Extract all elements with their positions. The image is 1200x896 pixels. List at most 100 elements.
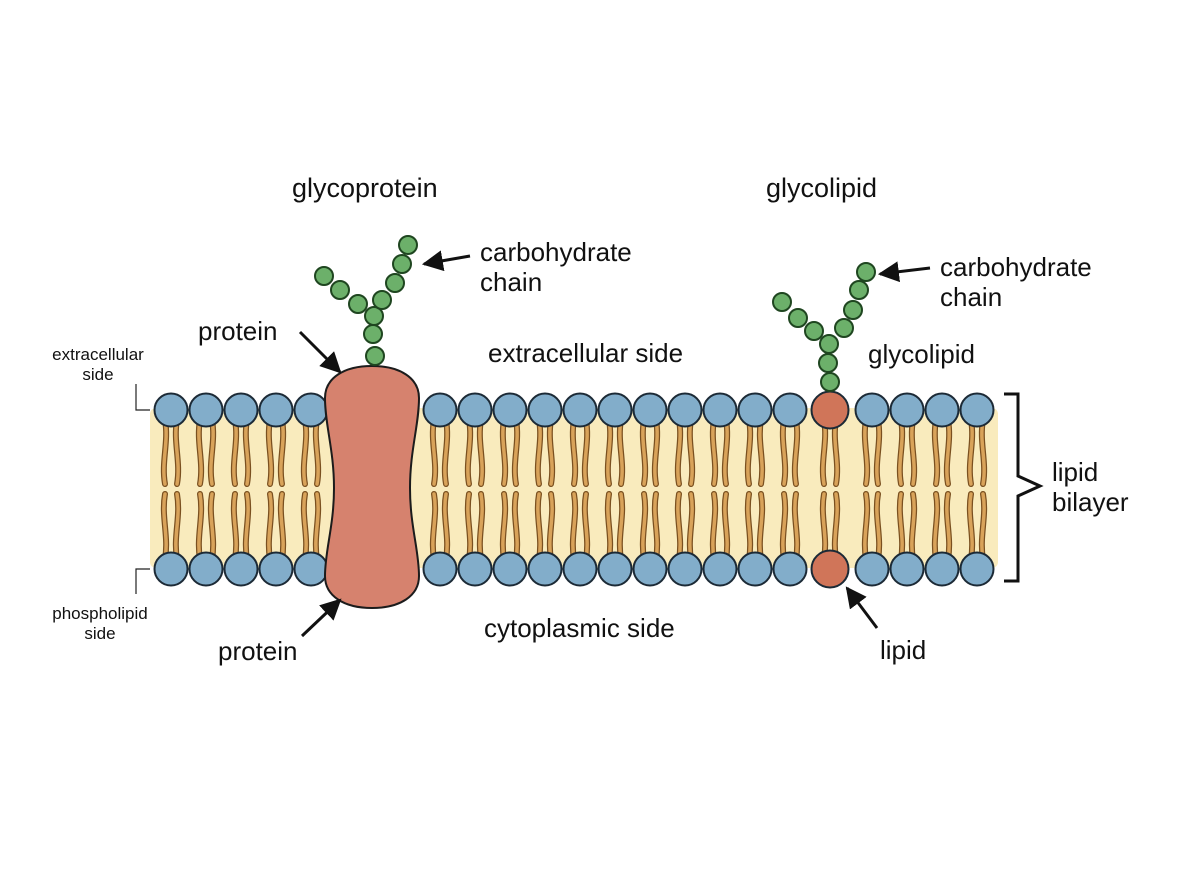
phospholipid-head-icon <box>223 551 259 587</box>
lipid-tail-fill <box>174 492 180 561</box>
sugar-bead-icon <box>398 235 418 255</box>
phospholipid-side-small-label: phospholipid side <box>52 604 148 643</box>
phospholipid-head-icon <box>854 392 890 428</box>
lipid-tail-fill <box>244 418 250 486</box>
phospholipid-head-icon <box>492 392 528 428</box>
lipid-tail-fill <box>653 492 659 561</box>
carbohydrate-chain-label-left: carbohydrate chain <box>480 237 632 297</box>
phospholipid-head-icon <box>562 392 598 428</box>
phospholipid-head-icon <box>223 392 259 428</box>
lipid-tail-fill <box>548 418 554 486</box>
lipid-tail-fill <box>174 418 180 486</box>
lipid-arrow <box>845 586 879 629</box>
lipid-tail-fill <box>711 418 717 486</box>
lipid-tail-fill <box>618 418 624 486</box>
phospholipid-head-icon <box>258 392 294 428</box>
phospholipid-head-icon <box>772 392 808 428</box>
lipid-tail-fill <box>513 418 519 486</box>
phospholipid-head-icon <box>293 392 329 428</box>
protein-bottom-label: protein <box>218 636 298 666</box>
special-lipid-head-icon <box>810 549 850 589</box>
lipid-tail-fill <box>209 418 215 486</box>
carbohydrate-arrow-right <box>877 261 931 283</box>
lipid-tail-fill <box>821 418 827 486</box>
lipid-tail-fill <box>746 492 752 561</box>
protein-top-label: protein <box>198 316 278 346</box>
lipid-tail-fill <box>898 492 904 561</box>
lipid-tail-fill <box>314 418 320 486</box>
extracellular-side-small-label: extracellular side <box>52 345 144 384</box>
special-lipid-head-icon <box>810 390 850 430</box>
sugar-bead-icon <box>348 294 368 314</box>
lipid-tail-fill <box>980 418 986 486</box>
sugar-bead-icon <box>363 324 383 344</box>
phospholipid-head-icon <box>597 551 633 587</box>
lipid-tail-fill <box>711 492 717 561</box>
lipid-tail-fill <box>267 418 273 486</box>
lipid-tail-fill <box>443 492 449 561</box>
lipid-tail-fill <box>431 418 437 486</box>
lipid-tail-fill <box>232 492 238 561</box>
sugar-bead-icon <box>372 290 392 310</box>
lipid-tail-fill <box>676 418 682 486</box>
lipid-tail-fill <box>758 418 764 486</box>
phospholipid-head-icon <box>597 392 633 428</box>
lipid-tail-fill <box>478 492 484 561</box>
lipid-tail-fill <box>466 418 472 486</box>
lipid-tail-fill <box>641 418 647 486</box>
lipid-tail-fill <box>443 418 449 486</box>
phospholipid-head-icon <box>293 551 329 587</box>
lipid-tail-fill <box>898 418 904 486</box>
lipid-bilayer-label: lipid bilayer <box>1052 457 1129 517</box>
phospholipid-head-icon <box>457 392 493 428</box>
phospholipid-head-icon <box>959 392 995 428</box>
lipid-tail-fill <box>933 418 939 486</box>
sugar-bead-icon <box>314 266 334 286</box>
sugar-bead-icon <box>820 372 840 392</box>
sugar-bead-icon <box>843 300 863 320</box>
phospholipid-head-icon <box>153 392 189 428</box>
lipid-tail-fill <box>781 418 787 486</box>
phospholipid-heads <box>153 390 995 589</box>
lipid-tail-fill <box>781 492 787 561</box>
phospholipid-head-icon <box>492 551 528 587</box>
lipid-tail-fill <box>653 418 659 486</box>
lipid-tail-fill <box>793 418 799 486</box>
phospholipid-head-icon <box>772 551 808 587</box>
lipid-tail-fill <box>162 418 168 486</box>
lipid-tail-fill <box>571 418 577 486</box>
lipid-tail-fill <box>244 492 250 561</box>
lipid-tail-fill <box>821 492 827 561</box>
protein-bottom-arrow <box>300 598 342 638</box>
lipid-tail-fill <box>232 418 238 486</box>
phospholipid-head-icon <box>667 392 703 428</box>
carbohydrate-chains <box>314 235 876 392</box>
transmembrane-protein-icon <box>323 364 421 610</box>
protein-top-arrow <box>298 330 342 374</box>
phospholipid-head-icon <box>188 551 224 587</box>
carbohydrate-arrow-left <box>421 250 471 272</box>
phospholipid-head-icon <box>422 392 458 428</box>
lipid-tail-fill <box>501 492 507 561</box>
carbohydrate-chain-label-right: carbohydrate chain <box>940 252 1092 312</box>
lipid-label: lipid <box>880 635 927 665</box>
phospholipid-head-icon <box>188 392 224 428</box>
lipid-tail-fill <box>606 492 612 561</box>
phospholipid-head-icon <box>457 551 493 587</box>
phospholipid-head-icon <box>527 392 563 428</box>
sugar-bead-icon <box>819 334 839 354</box>
lipid-tail-fill <box>197 492 203 561</box>
lipid-tail-fill <box>583 418 589 486</box>
lipid-tail-fill <box>746 418 752 486</box>
lipid-tail-fill <box>968 492 974 561</box>
sugar-bead-icon <box>385 273 405 293</box>
phospholipid-head-icon <box>667 551 703 587</box>
sugar-bead-icon <box>788 308 808 328</box>
lipid-tail-fill <box>279 418 285 486</box>
phospholipid-head-icon <box>632 392 668 428</box>
phospholipid-head-icon <box>924 392 960 428</box>
lipid-tail-fill <box>875 418 881 486</box>
extracellular-side-label: extracellular side <box>488 338 684 368</box>
phospholipid-head-icon <box>889 551 925 587</box>
phospholipid-head-icon <box>737 551 773 587</box>
